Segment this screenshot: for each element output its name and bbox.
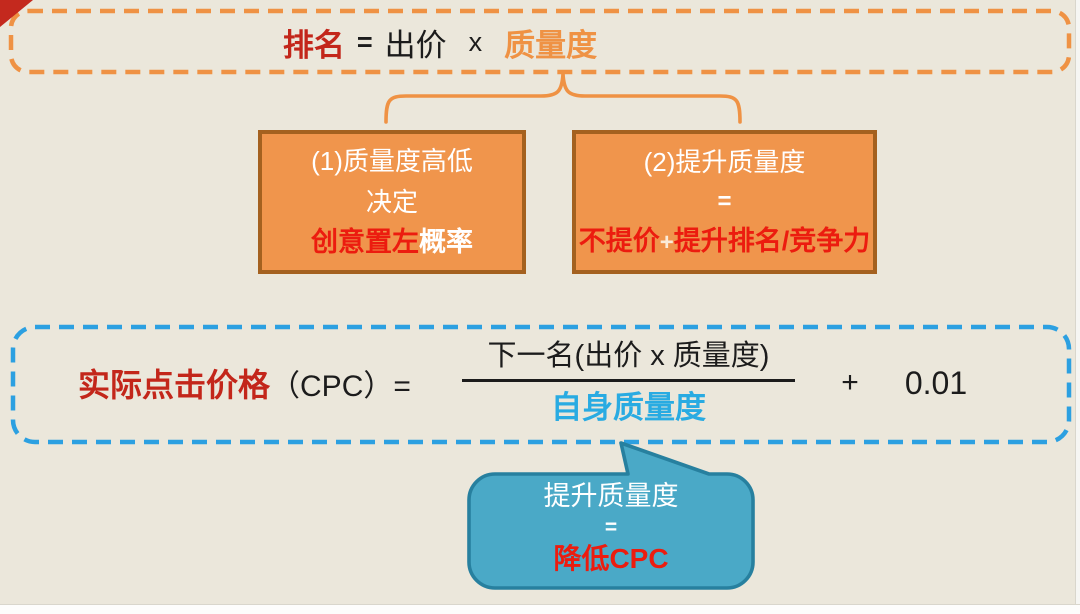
right-box-part1: 不提价: [578, 226, 660, 257]
callout-equals: =: [604, 516, 618, 539]
left-box-highlight: 创意置左: [311, 226, 419, 257]
formula-equals-sign: =: [356, 26, 373, 57]
brace-path: [384, 73, 742, 124]
ranking-formula: 排名 = 出价 x 质量度: [0, 22, 880, 63]
callout-line1: 提升质量度: [543, 481, 679, 511]
ranking-box-border: [8, 8, 1072, 75]
right-box-plus-sign: +: [659, 229, 674, 257]
cpc-formula-dashed-box: [10, 324, 1072, 445]
cpc-constant: 0.01: [904, 364, 968, 401]
cpc-fraction: 下一名(出价 x 质量度) 自身质量度: [462, 334, 795, 433]
cpc-label-black: （CPC）=: [270, 370, 411, 403]
right-edge-strip: [1075, 0, 1080, 614]
raise-quality-score-box: (2)提升质量度 = 不提价+提升排名/竞争力: [572, 130, 877, 274]
left-box-line1: (1)质量度高低: [311, 146, 473, 177]
callout-shape: [467, 441, 755, 590]
right-box-equals: =: [717, 187, 732, 215]
cpc-callout-text: 提升质量度 = 降低CPC: [469, 483, 753, 573]
fraction-bar: [462, 379, 795, 382]
right-box-line1: (2)提升质量度: [643, 146, 806, 177]
cpc-callout-bubble: [467, 441, 755, 590]
ranking-formula-dashed-box: [8, 8, 1072, 75]
cpc-box-border: [10, 324, 1072, 445]
left-box-line2: 决定: [365, 186, 418, 217]
formula-times-sign: x: [468, 26, 483, 57]
formula-quality-term: 质量度: [504, 27, 598, 63]
cpc-label-red: 实际点击价格: [78, 367, 271, 403]
bottom-edge-strip: [0, 604, 1080, 614]
cpc-plus-sign: +: [841, 366, 859, 399]
corner-fold-decoration: [0, 0, 33, 27]
left-box-line3: 创意置左概率: [311, 226, 473, 257]
fraction-denominator: 自身质量度: [551, 390, 706, 425]
formula-rank-term: 排名: [282, 27, 345, 63]
right-box-line3: 不提价+提升排名/竞争力: [579, 228, 871, 255]
formula-bid-term: 出价: [384, 27, 447, 63]
right-box-part2: 提升排名/竞争力: [673, 226, 871, 257]
left-box-line3-rest: 概率: [419, 226, 473, 257]
quality-score-effect-box: (1)质量度高低 决定 创意置左概率: [258, 130, 526, 274]
brace-connector: [384, 73, 742, 124]
fraction-numerator: 下一名(出价 x 质量度): [487, 340, 770, 372]
callout-line3: 降低CPC: [553, 543, 669, 574]
cpc-formula-label: 实际点击价格 （CPC）=: [78, 326, 411, 440]
